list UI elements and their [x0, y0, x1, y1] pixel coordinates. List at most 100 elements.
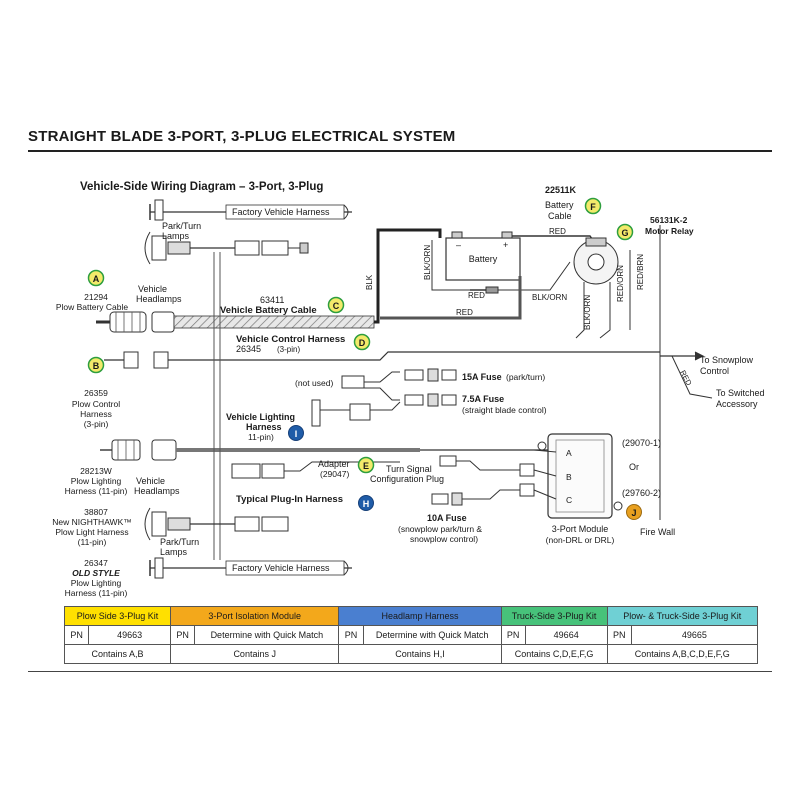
old-style-label-1: OLD STYLE [72, 568, 120, 578]
park-turn-bottom-label-2: Lamps [160, 547, 188, 557]
badge-b [87, 356, 105, 374]
pn-value-headlamp-harness: Determine with Quick Match [362, 625, 502, 645]
vehicle-headlamps-top: Vehicle Headlamps [136, 284, 182, 304]
lighting-harness-label-3: 11-pin) [248, 432, 274, 442]
badge-j [626, 504, 642, 520]
factory-harness-top: Factory Vehicle Harness [149, 199, 352, 221]
adapter-connector [231, 461, 400, 479]
control-harness-pin: (3-pin) [277, 345, 300, 354]
control-harness-label: Vehicle Control Harness [236, 334, 345, 345]
wiring-diagram: Vehicle-Side Wiring Diagram – 3-Port, 3-… [52, 181, 765, 598]
kit-table-full: Plow Side 3-Plug Kit 3-Port Isolation Mo… [63, 606, 759, 664]
blk-wire [374, 228, 442, 324]
kit-header-headlamp-harness: Headlamp Harness [338, 606, 502, 626]
plow-battery-label: Plow Battery Cable [56, 302, 129, 312]
module-label-1: 3-Port Module [552, 524, 609, 534]
control-harness-pn: 26345 [236, 344, 261, 354]
kit-header-isolation-module: 3-Port Isolation Module [170, 606, 340, 626]
adapter-label-1: Adapter [318, 459, 350, 469]
old-style-pn: 26347 [84, 558, 108, 568]
fuse-75a-note: (straight blade control) [462, 405, 547, 415]
badge-e-letter: E [363, 461, 369, 471]
port-c-label: C [566, 495, 572, 505]
badge-b-letter: B [93, 361, 100, 371]
badge-h-letter: H [363, 499, 370, 509]
module-pn-2: (29760-2) [622, 488, 661, 498]
factory-harness-bottom [149, 557, 352, 579]
factory-harness-bottom-label: Factory Vehicle Harness [232, 563, 330, 573]
fuse-15a [404, 368, 457, 382]
park-turn-top-label-2: Lamps [162, 231, 190, 241]
nighthawk-pn: 38807 [84, 507, 108, 517]
pn-label: PN [170, 625, 196, 645]
wire-blk-orn-label-3: BLK/ORN [583, 295, 592, 330]
wire-blk-orn-label-2: BLK/ORN [532, 293, 567, 302]
plow-control-pn: 26359 [84, 388, 108, 398]
title-rule [28, 150, 772, 152]
turn-signal-label-1: Turn Signal [386, 464, 432, 474]
not-used-label: (not used) [295, 378, 333, 388]
nighthawk-label-1: New NIGHTHAWK™ [52, 517, 132, 527]
plow-control-label-2: Harness [80, 409, 112, 419]
kit-table-header-row: Plow Side 3-Plug Kit 3-Port Isolation Mo… [63, 606, 759, 626]
turn-signal-label-2: Configuration Plug [370, 474, 444, 484]
plow-control-label-1: Plow Control [72, 399, 120, 409]
badge-i-letter: I [295, 429, 298, 439]
badge-d [353, 333, 371, 351]
module-or: Or [629, 462, 639, 472]
fuse-10a-label: 10A Fuse [427, 513, 467, 523]
turn-signal-plug [439, 455, 535, 477]
badge-c-letter: C [333, 301, 340, 311]
nighthawk-label-3: (11-pin) [78, 537, 107, 547]
plow-battery-pn: 21294 [84, 292, 108, 302]
contains-plow-side: Contains A,B [63, 644, 172, 664]
headlamps-top-label-2: Headlamps [136, 294, 182, 304]
headlamps-bottom-label-1: Vehicle [136, 476, 165, 486]
battery-minus: – [456, 240, 461, 250]
fuse-15a-note: (park/turn) [506, 372, 545, 382]
motor-relay-pn: 56131K-2 [650, 215, 688, 225]
kit-table-contains-row: Contains A,B Contains J Contains H,I Con… [63, 644, 759, 664]
nighthawk-label-2: Plow Light Harness [55, 527, 128, 537]
plow-lighting-pn: 28213W [80, 466, 112, 476]
to-switched-label-1: To Switched [716, 388, 765, 398]
wire-red-label-4: RED [678, 369, 694, 388]
to-snowplow-label-2: Control [700, 366, 729, 376]
plow-control-label-3: (3-pin) [84, 419, 109, 429]
park-turn-top-label-1: Park/Turn [162, 221, 201, 231]
battery-cable-top-label-2: Cable [548, 211, 572, 221]
to-switched-label-2: Accessory [716, 399, 758, 409]
battery-cable-label: Vehicle Battery Cable [220, 305, 317, 316]
plow-lighting-connector [100, 439, 550, 461]
adapter-label-2: (29047) [320, 469, 349, 479]
diagram-subtitle: Vehicle-Side Wiring Diagram – 3-Port, 3-… [80, 181, 323, 193]
old-style-label-2: Plow Lighting [71, 578, 122, 588]
module-label-2: (non-DRL or DRL) [546, 535, 615, 545]
badge-a [87, 269, 105, 287]
pn-value-isolation-module: Determine with Quick Match [194, 625, 340, 645]
badge-i [288, 425, 304, 441]
battery-label: Battery [469, 254, 498, 264]
old-style-label-3: Harness (11-pin) [65, 588, 128, 598]
contains-isolation-module: Contains J [170, 644, 340, 664]
bottom-rule [28, 671, 772, 672]
wire-blk-orn-label-1: BLK/ORN [423, 245, 432, 280]
motor-relay [573, 237, 619, 285]
fuse-75a [404, 393, 457, 407]
headlamps-bottom-label-2: Headlamps [134, 486, 180, 496]
kit-header-plow-side: Plow Side 3-Plug Kit [63, 606, 172, 626]
plow-lighting-label-2: Harness (11-pin) [65, 486, 128, 496]
fire-wall-label: Fire Wall [640, 527, 675, 537]
park-turn-bottom-label-1: Park/Turn [160, 537, 199, 547]
pn-label: PN [63, 625, 90, 645]
wire-red-orn-label: RED/ORN [616, 265, 625, 302]
badge-f-letter: F [590, 202, 596, 212]
fuse-10a-note-2: snowplow control) [410, 534, 478, 544]
battery: Battery – + [445, 231, 521, 281]
port-a-label: A [566, 448, 572, 458]
pn-value-plow-side: 49663 [88, 625, 172, 645]
motor-relay-label: Motor Relay [645, 226, 694, 236]
pn-label: PN [606, 625, 632, 645]
wire-red-brn-label: RED/BRN [636, 254, 645, 290]
contains-plow-truck-side: Contains A,B,C,D,E,F,G [606, 644, 759, 664]
